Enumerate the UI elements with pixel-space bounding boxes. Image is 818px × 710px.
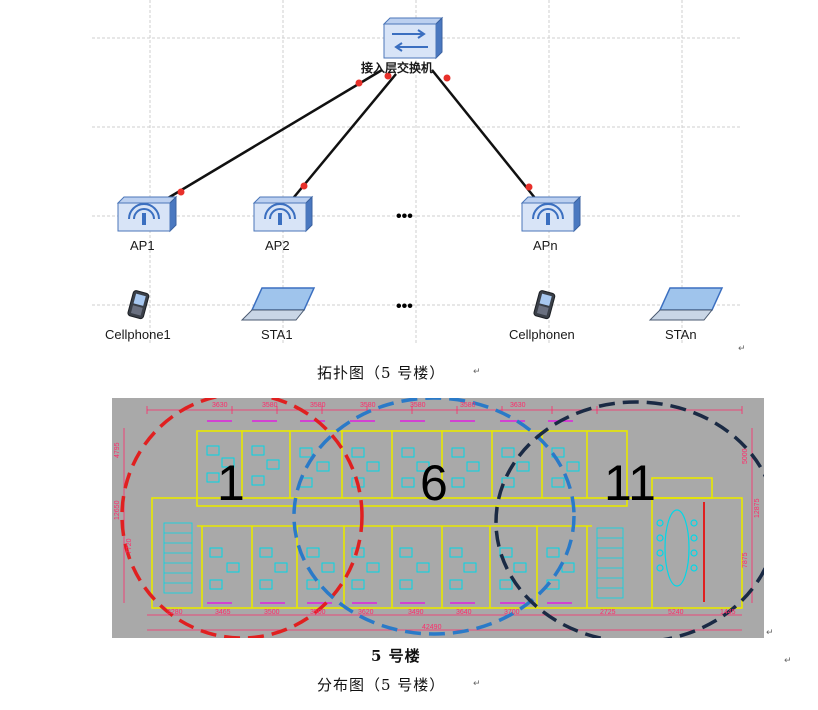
dimension-label: 3580 xyxy=(460,402,476,409)
paragraph-mark: ↵ xyxy=(784,656,792,666)
dimension-label: 3500 xyxy=(310,609,326,616)
dimension-label: 5000 xyxy=(742,448,749,464)
dimension-label: 3465 xyxy=(215,609,231,616)
dimension-label: 3580 xyxy=(410,402,426,409)
ap-label: APn xyxy=(533,238,558,253)
dimension-label: 2725 xyxy=(600,609,616,616)
dimension-label: 12650 xyxy=(114,500,121,520)
office-furniture xyxy=(206,445,580,590)
dimension-label: 3630 xyxy=(510,402,526,409)
access-point-icon xyxy=(116,195,178,233)
dimension-label: 3280 xyxy=(167,609,183,616)
building-label: 5 号楼 xyxy=(371,647,421,665)
station-ellipsis: ••• xyxy=(396,298,413,315)
zone-label-11: 11 xyxy=(604,455,656,511)
floor-plan-drawing xyxy=(120,398,764,638)
paragraph-mark: ↵ xyxy=(766,628,774,638)
topology-canvas xyxy=(92,0,740,345)
topology-diagram: 接入层交换机 AP1 AP2 APn ••• ••• Cellphone1 ST… xyxy=(92,0,746,354)
coverage-zone-1 xyxy=(120,398,364,638)
access-point-icon xyxy=(252,195,314,233)
dimension-label: 3580 xyxy=(310,402,326,409)
room-labels xyxy=(207,420,573,604)
floor-plan: 3630 3580 3580 3580 3580 3580 3630 3280 … xyxy=(112,398,764,638)
paragraph-mark: ↵ xyxy=(738,344,746,354)
dimension-label: 7875 xyxy=(742,552,749,568)
cellphone-icon xyxy=(127,290,150,320)
ap-ellipsis: ••• xyxy=(396,208,413,225)
dimension-label: 1445 xyxy=(720,609,736,616)
dimension-label: 3490 xyxy=(408,609,424,616)
station-label: STAn xyxy=(665,327,697,342)
dimension-label: 3630 xyxy=(212,402,228,409)
dimension-label: 4795 xyxy=(114,442,121,458)
zone-label-1: 1 xyxy=(217,455,245,511)
ap-label: AP1 xyxy=(130,238,155,253)
dimension-label: 42490 xyxy=(422,624,442,631)
switch-icon xyxy=(382,16,444,60)
paragraph-mark: ↵ xyxy=(473,367,481,377)
station-label: Cellphonen xyxy=(509,327,575,342)
dimension-ticks xyxy=(146,406,743,414)
coverage-zone-11 xyxy=(494,400,764,638)
link-endpoints xyxy=(177,72,533,196)
zone-label-6: 6 xyxy=(420,455,448,511)
dimension-lines xyxy=(123,409,753,631)
dimension-label: 3620 xyxy=(358,609,374,616)
cellphone-icon xyxy=(533,290,556,320)
dimension-label: 3700 xyxy=(504,609,520,616)
dimension-label: 3500 xyxy=(264,609,280,616)
laptop-icon xyxy=(648,287,724,321)
station-label: STA1 xyxy=(261,327,293,342)
dimension-label: 12875 xyxy=(754,498,761,518)
ap-label: AP2 xyxy=(265,238,290,253)
coverage-zone-6 xyxy=(292,398,576,636)
dimension-label: 3580 xyxy=(360,402,376,409)
topology-caption: 拓扑图（5 号楼） xyxy=(317,364,446,382)
dimension-label: 5240 xyxy=(668,609,684,616)
laptop-icon xyxy=(240,287,316,321)
switch-label: 接入层交换机 xyxy=(361,61,434,75)
conference-table-icon xyxy=(656,509,698,587)
stairs-icon xyxy=(163,522,624,599)
paragraph-mark: ↵ xyxy=(473,679,481,689)
dimension-label: 3580 xyxy=(262,402,278,409)
topology-links xyxy=(147,68,544,212)
dimension-label: 7720 xyxy=(126,538,133,554)
station-label: Cellphone1 xyxy=(105,327,171,342)
access-point-icon xyxy=(520,195,582,233)
building-walls xyxy=(151,430,743,609)
dimension-label: 3640 xyxy=(456,609,472,616)
floorplan-caption: 分布图（5 号楼） xyxy=(317,676,446,694)
